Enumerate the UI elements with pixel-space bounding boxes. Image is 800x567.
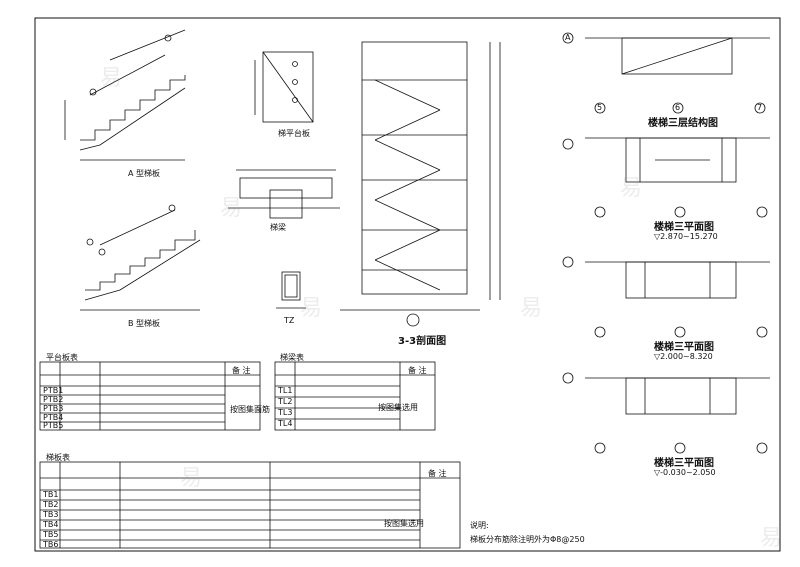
- beam-row: TL4: [278, 419, 293, 428]
- axis-5-label: 5: [597, 103, 603, 112]
- platform-row: PTB4: [43, 413, 64, 422]
- platform-table-title: 平台板表: [46, 353, 78, 362]
- stair-table-note: 按图集选用: [384, 519, 424, 528]
- platform-table-note: 按图集面筋: [230, 405, 270, 414]
- plan-3a-title: 楼梯三平面图: [654, 222, 714, 233]
- stair-table-title: 梯板表: [46, 453, 70, 462]
- stair-row: TB2: [43, 500, 59, 509]
- stair-row: TB3: [43, 510, 59, 519]
- stair-table-grid: [39, 461, 461, 549]
- beam-row: TL1: [278, 386, 293, 395]
- landing-slab-title: 梯平台板: [278, 129, 310, 138]
- plan-structure-drawing: [562, 32, 770, 114]
- stair-a-drawing: [64, 29, 186, 161]
- plan-3a-levels: ▽2.870~15.270: [654, 232, 718, 241]
- landing-slab-drawing: [254, 51, 314, 123]
- stair-row: TB1: [43, 490, 59, 499]
- section-title: 3-3剖面图: [398, 336, 447, 347]
- beam-row: TL2: [278, 397, 293, 406]
- stair-b-drawing: [80, 204, 201, 311]
- stair-row: TB6: [43, 540, 59, 549]
- platform-row: PTB2: [43, 395, 64, 404]
- plan-structure-title: 楼梯三层结构图: [648, 118, 718, 129]
- beam-title: 梯梁: [270, 223, 286, 232]
- plan-3b-title: 楼梯三平面图: [654, 342, 714, 353]
- platform-table-note-header: 备 注: [232, 366, 251, 375]
- beam-table-note: 按图集选用: [378, 403, 418, 412]
- axis-a-label: A: [565, 33, 571, 42]
- axis-7-label: 7: [757, 103, 763, 112]
- platform-table-grid: [39, 361, 261, 431]
- column-title: TZ: [284, 316, 295, 325]
- stair-a-title: A 型梯板: [128, 169, 161, 178]
- platform-row: PTB3: [43, 404, 64, 413]
- plan-3c-levels: ▽-0.030~2.050: [654, 468, 716, 477]
- plan-3b-levels: ▽2.000~8.320: [654, 352, 713, 361]
- platform-row: PTB1: [43, 386, 64, 395]
- sheet-border: [34, 17, 781, 552]
- stair-table-note-header: 备 注: [428, 469, 447, 478]
- column-drawing: [276, 271, 306, 309]
- beam-drawing: [228, 169, 340, 219]
- plan-3b-drawing: [562, 256, 770, 338]
- plan-3c-drawing: [562, 372, 770, 454]
- stair-row: TB5: [43, 530, 59, 539]
- section-3-3-drawing: [340, 41, 501, 327]
- platform-row: PTB5: [43, 421, 64, 430]
- beam-table-title: 梯梁表: [280, 353, 304, 362]
- beam-row: TL3: [278, 408, 293, 417]
- stair-b-title: B 型梯板: [128, 319, 161, 328]
- axis-6-label: 6: [675, 103, 681, 112]
- beam-table-grid: [274, 361, 436, 431]
- notes-heading: 说明:: [470, 521, 489, 530]
- plan-3a-drawing: [562, 137, 770, 218]
- plan-3c-title: 楼梯三平面图: [654, 458, 714, 469]
- stair-row: TB4: [43, 520, 59, 529]
- notes-line-1: 梯板分布筋除注明外为Φ8@250: [470, 535, 585, 544]
- beam-table-note-header: 备 注: [408, 366, 427, 375]
